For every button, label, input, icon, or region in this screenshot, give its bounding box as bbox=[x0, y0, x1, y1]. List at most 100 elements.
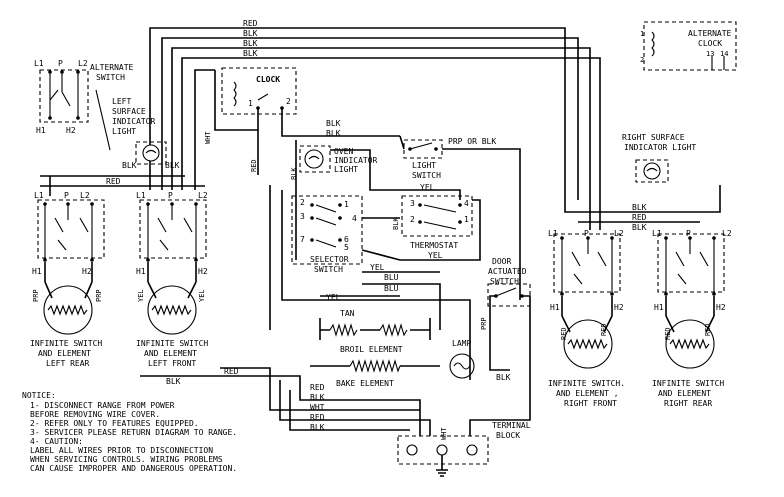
alt-clock-t1: 1 bbox=[640, 30, 644, 38]
clock-t1: 1 bbox=[248, 99, 253, 108]
wire-label-wht-tb: WHT bbox=[440, 427, 448, 440]
wire-label-prp-door: PRP bbox=[480, 317, 488, 330]
wire-label-red-rf1: RED bbox=[560, 327, 568, 340]
sel-t4: 4 bbox=[352, 214, 357, 223]
light-switch bbox=[403, 139, 443, 159]
lr-l2: L2 bbox=[80, 191, 90, 200]
notice-line-3: 2- REFER ONLY TO FEATURES EQUIPPED. bbox=[30, 419, 199, 428]
wire-label-prp1: PRP bbox=[32, 289, 40, 302]
wire-label-red-l: RED bbox=[106, 177, 121, 186]
sel-t1: 1 bbox=[344, 200, 349, 209]
sel-t5: 5 bbox=[344, 243, 349, 252]
top-bus-wires bbox=[149, 27, 601, 200]
broil-label: BROIL ELEMENT bbox=[340, 345, 403, 354]
thermostat bbox=[401, 195, 473, 237]
door-actuated-switch bbox=[487, 283, 531, 307]
alt-left-l2: L2 bbox=[78, 59, 88, 68]
rr-h2: H2 bbox=[716, 303, 726, 312]
wire-label-blk-b1: BLK bbox=[310, 393, 325, 402]
alternate-switch-left bbox=[39, 69, 89, 123]
therm-t4: 4 bbox=[464, 199, 469, 208]
wire-label-blk-door: BLK bbox=[496, 373, 511, 382]
lamp bbox=[449, 353, 475, 379]
rf-h2: H2 bbox=[614, 303, 624, 312]
alt-left-h1: H1 bbox=[36, 126, 46, 135]
lr-l1: L1 bbox=[34, 191, 44, 200]
sel-t2: 2 bbox=[300, 198, 305, 207]
wire-label-yel1: YEL bbox=[420, 183, 435, 192]
wire-label-blu1: BLU bbox=[384, 273, 399, 282]
rf-label: INFINITE SWITCH.AND ELEMENT ,RIGHT FRONT bbox=[548, 379, 625, 408]
alt-switch-arrow bbox=[95, 89, 111, 151]
left-indicator-light bbox=[135, 141, 167, 165]
wire-label-prp-or-blk: PRP OR BLK bbox=[448, 137, 496, 146]
wire-label-red-rf2: RED bbox=[600, 323, 608, 336]
sel-t7: 7 bbox=[300, 235, 305, 244]
terminal-block bbox=[397, 435, 489, 477]
wire-label-blk-mid2: BLK bbox=[326, 129, 341, 138]
thermostat-label: THERMOSTAT bbox=[410, 241, 458, 250]
wire-label-blk-oven: BLK bbox=[290, 167, 298, 180]
bake-element bbox=[310, 359, 440, 373]
clock-t2: 2 bbox=[286, 97, 291, 106]
rr-h1: H1 bbox=[654, 303, 664, 312]
notice-line-1: 1- DISCONNECT RANGE FROM POWER bbox=[30, 401, 175, 410]
notice-line-5: 4- CAUTION: bbox=[30, 437, 83, 446]
wire-label-red-rr2: RED bbox=[704, 323, 712, 336]
sel-t6: 6 bbox=[344, 235, 349, 244]
wire-label-blu2: BLU bbox=[384, 284, 399, 293]
rr-l2: L2 bbox=[722, 229, 732, 238]
wire-label-blk-l1: BLK bbox=[122, 161, 137, 170]
lr-h1: H1 bbox=[32, 267, 42, 276]
oven-indicator-light bbox=[299, 145, 331, 173]
wire-label-tan: TAN bbox=[340, 309, 355, 318]
rf-p: P bbox=[584, 229, 589, 238]
wire-label-red-b1: RED bbox=[310, 383, 325, 392]
sel-t3: 3 bbox=[300, 212, 305, 221]
wire-label-blk-b2: BLK bbox=[310, 423, 325, 432]
lr-p: P bbox=[64, 191, 69, 200]
therm-t3: 3 bbox=[410, 199, 415, 208]
broil-element bbox=[319, 318, 431, 340]
notice-line-4: 3- SERVICER PLEASE RETURN DIAGRAM TO RAN… bbox=[30, 428, 237, 437]
wire-label-blk-top1: BLK bbox=[243, 29, 258, 38]
wire-label-blk-therm: BLK bbox=[392, 217, 400, 230]
alt-clock-t2: 2 bbox=[640, 56, 644, 64]
lr-h2: H2 bbox=[82, 267, 92, 276]
wire-label-prp2: PRP bbox=[95, 289, 103, 302]
rr-l1: L1 bbox=[652, 229, 662, 238]
rf-l1: L1 bbox=[548, 229, 558, 238]
wire-label-blk-top2: BLK bbox=[243, 39, 258, 48]
infinite-switch-left-front bbox=[139, 199, 207, 335]
notice-line-2: BEFORE REMOVING WIRE COVER. bbox=[30, 410, 160, 419]
alt-left-h2: H2 bbox=[66, 126, 76, 135]
bake-label: BAKE ELEMENT bbox=[336, 379, 394, 388]
lf-h1: H1 bbox=[136, 267, 146, 276]
wire-label-red-rr1: RED bbox=[664, 327, 672, 340]
rr-p: P bbox=[686, 229, 691, 238]
right-indicator-light bbox=[635, 159, 669, 183]
wire-label-blk-mid1: BLK bbox=[326, 119, 341, 128]
wire-label-blk-top3: BLK bbox=[243, 49, 258, 58]
rf-l2: L2 bbox=[614, 229, 624, 238]
wire-label-wht-b: WHT bbox=[310, 403, 325, 412]
wire-label-wht-left: WHT bbox=[204, 131, 212, 144]
wire-label-red-top: RED bbox=[243, 19, 258, 28]
therm-t2: 2 bbox=[410, 215, 415, 224]
alternate-clock bbox=[643, 21, 737, 71]
lf-h2: H2 bbox=[198, 267, 208, 276]
wire-label-yel-sel: YEL bbox=[326, 293, 341, 302]
